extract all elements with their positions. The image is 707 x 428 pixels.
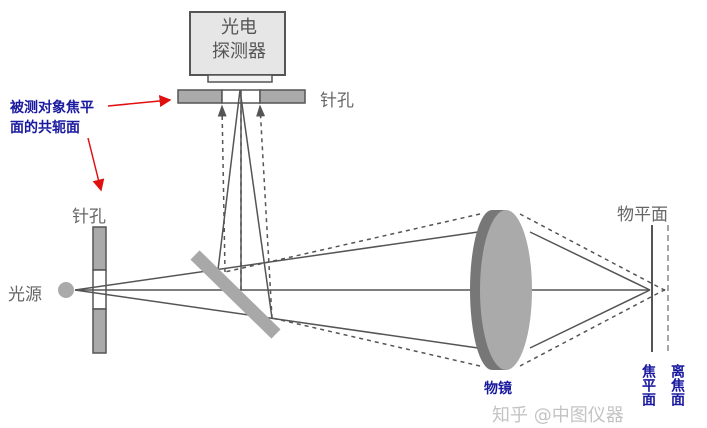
- annotation-arrow-top: [107, 95, 172, 107]
- detector-label-line2: 探测器: [212, 41, 266, 62]
- focal-plane-label: 焦平面: [640, 364, 656, 406]
- conjugate-label-line2: 面的共轭面: [10, 120, 80, 136]
- defocus-plane-label: 离焦面: [669, 364, 685, 406]
- detector-box: [189, 11, 286, 76]
- detector-label: 光电 探测器: [212, 16, 266, 64]
- objective-lens: [470, 210, 532, 370]
- light-source: [58, 282, 74, 298]
- pinhole-top-label: 针孔: [320, 91, 354, 111]
- conjugate-label-line1: 被测对象焦平: [10, 100, 94, 116]
- light-source-label: 光源: [8, 285, 42, 305]
- beam-splitter: [190, 250, 281, 339]
- watermark: 知乎 @中图仪器: [492, 405, 624, 426]
- detector-window: [207, 74, 273, 83]
- annotation-arrow-left: [87, 137, 105, 192]
- objective-label: 物镜: [484, 381, 512, 397]
- detector-label-line1: 光电: [221, 17, 257, 38]
- pinhole-left-label: 针孔: [72, 207, 106, 227]
- light-rays: [74, 89, 669, 367]
- object-plane-label: 物平面: [617, 205, 668, 225]
